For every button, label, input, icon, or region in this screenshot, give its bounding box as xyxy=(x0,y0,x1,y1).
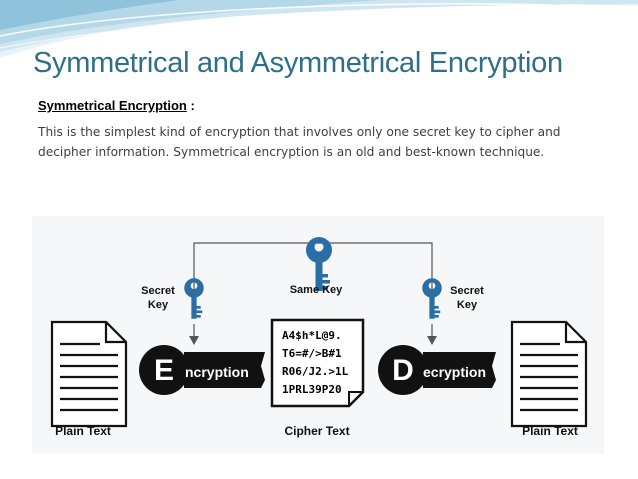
document-icon xyxy=(50,320,128,428)
secret-key-label-left: Secret xyxy=(141,285,175,297)
cipher-line: R06/J2.>1L xyxy=(282,365,349,378)
decryption-label: ecryption xyxy=(423,364,486,380)
cipher-document: A4$h*L@9. T6=#/>B#1 R06/J2.>1L 1PRL39P20 xyxy=(270,318,365,408)
encryption-diagram: Secret Key Secret Key Same Key E ncrypti… xyxy=(32,216,604,454)
secret-key-label-right: Key xyxy=(457,299,478,311)
decryption-initial: D xyxy=(392,354,414,387)
cipher-line: A4$h*L@9. xyxy=(282,329,342,342)
header-swoosh xyxy=(0,0,638,58)
decryption-key-shape: D ecryption xyxy=(378,345,496,395)
plain-text-label-left: Plain Text xyxy=(55,424,111,438)
plain-text-label-right: Plain Text xyxy=(522,424,578,438)
cipher-line: 1PRL39P20 xyxy=(282,383,342,396)
arrow-down-icon xyxy=(427,336,437,345)
cipher-text-label: Cipher Text xyxy=(284,424,349,438)
secret-key-label-left: Key xyxy=(148,299,169,311)
secret-key-label-right: Secret xyxy=(450,285,484,297)
section-heading: Symmetrical Encryption : xyxy=(38,98,195,113)
description-paragraph: This is the simplest kind of encryption … xyxy=(38,125,561,159)
encryption-key-shape: E ncryption xyxy=(139,345,265,395)
encryption-initial: E xyxy=(154,354,174,387)
section-heading-text: Symmetrical Encryption xyxy=(38,98,187,113)
arrow-down-icon xyxy=(189,336,199,345)
encryption-label: ncryption xyxy=(185,364,249,380)
same-key-label: Same Key xyxy=(290,284,343,296)
document-icon xyxy=(510,320,588,428)
section-heading-colon: : xyxy=(186,98,195,113)
cipher-line: T6=#/>B#1 xyxy=(282,347,342,360)
slide-title: Symmetrical and Asymmetrical Encryption xyxy=(33,47,563,79)
